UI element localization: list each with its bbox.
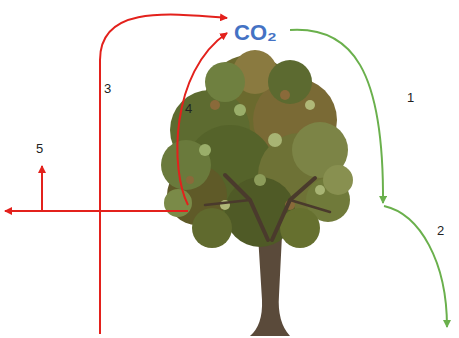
callout-number: 3: [104, 82, 111, 95]
callout-number: 5: [36, 142, 43, 155]
export-arrow: [5, 210, 188, 212]
respiration-arrow: [177, 33, 227, 205]
callout-number: 4: [185, 102, 192, 115]
callout-number: 2: [437, 224, 444, 237]
soil-efflux-arrow: [100, 15, 227, 334]
callout-number: 1: [407, 91, 414, 104]
allocation-arrow: [384, 206, 447, 327]
uptake-arrow: [290, 30, 383, 203]
loss-arrow: [41, 166, 43, 211]
tree-branches: [205, 175, 330, 240]
flux-arrows: [5, 15, 447, 334]
gas-formula: CO₂: [234, 22, 277, 44]
tree-trunk: [250, 235, 290, 336]
